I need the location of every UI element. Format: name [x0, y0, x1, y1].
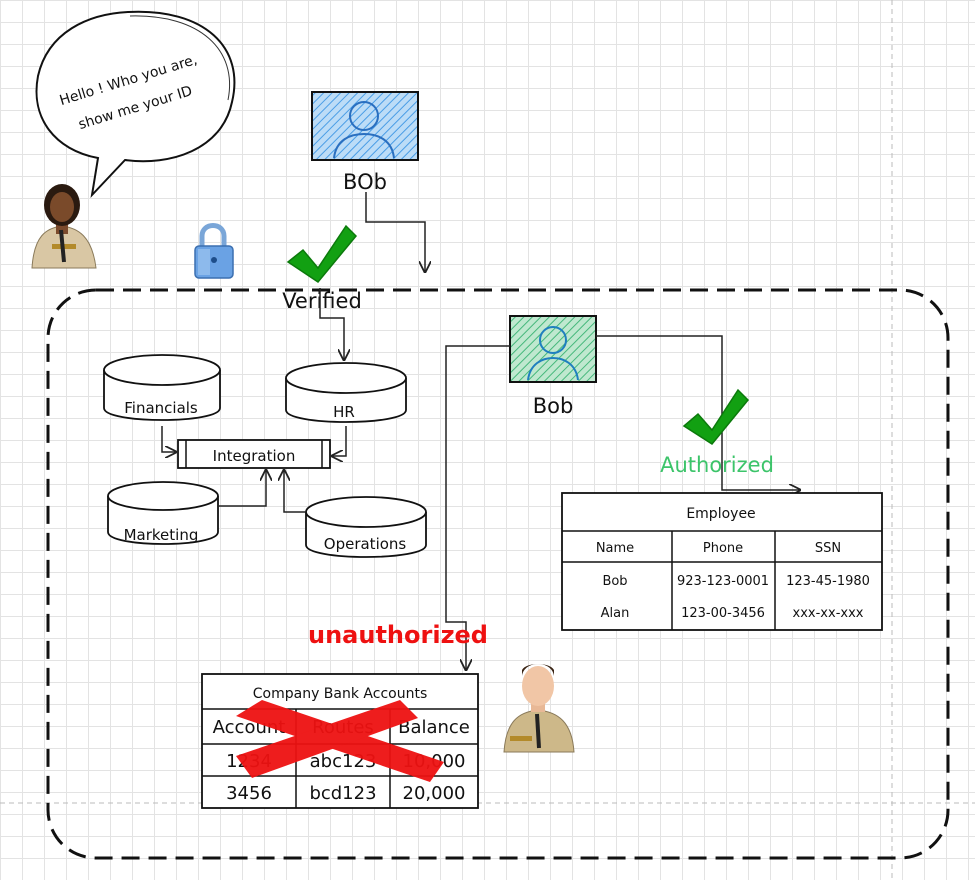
bank-table-title: Company Bank Accounts [253, 686, 428, 702]
guard-woman-icon [31, 184, 97, 269]
connector-marketing-integration [218, 470, 266, 507]
database-financials-label: Financials [124, 399, 198, 417]
verified-label: Verified [282, 289, 362, 313]
database-hr-label: HR [333, 403, 355, 421]
connector-hr-integration [332, 426, 347, 456]
employee-col-name: Name [596, 541, 634, 556]
database-financials: Financials [103, 354, 221, 421]
database-marketing: Marketing [107, 481, 219, 545]
connector-bob-to-boundary [365, 192, 425, 272]
employee-col-phone: Phone [703, 541, 743, 556]
connector-bob-to-bank [445, 345, 510, 670]
connector-financials-integration [161, 426, 176, 452]
employee-table-title: Employee [686, 506, 755, 522]
bank-col-balance: Balance [398, 717, 470, 738]
database-hr: HR [285, 362, 407, 423]
employee-col-ssn: SSN [815, 541, 841, 556]
bank-table: Company Bank Accounts Account Routes Bal… [201, 673, 479, 809]
authorized-label: Authorized [660, 453, 774, 477]
database-marketing-label: Marketing [124, 526, 199, 544]
connector-verified-to-hr [319, 288, 344, 360]
bank-cell: bcd123 [309, 783, 376, 804]
bank-cell: 3456 [226, 783, 272, 804]
employee-table: Employee Name Phone SSN Bob 923-123-0001… [561, 492, 883, 631]
employee-cell: Bob [602, 574, 627, 589]
user-avatar-icon-top [311, 91, 419, 161]
secure-boundary [46, 288, 950, 860]
employee-cell: xxx-xx-xxx [793, 606, 864, 621]
database-operations: Operations [305, 496, 427, 558]
employee-cell: 923-123-0001 [677, 574, 769, 589]
guard-man-icon [503, 664, 575, 753]
integration-box: Integration [177, 439, 331, 469]
checkmark-icon-verified [286, 224, 358, 283]
bank-cell: 20,000 [403, 783, 466, 804]
bob-top-name: BOb [343, 170, 387, 194]
connector-bob-to-employee [596, 335, 800, 490]
employee-cell: Alan [601, 606, 630, 621]
padlock-icon [194, 223, 234, 279]
connector-operations-integration [284, 470, 306, 513]
unauthorized-label: unauthorized [308, 621, 488, 649]
employee-cell: 123-00-3456 [681, 606, 765, 621]
cross-icon [236, 700, 444, 782]
database-operations-label: Operations [324, 535, 407, 553]
integration-label: Integration [213, 447, 296, 465]
bob-inner-name: Bob [533, 394, 574, 418]
employee-cell: 123-45-1980 [786, 574, 870, 589]
speech-bubble: Hello ! Who you are, show me your ID [35, 10, 236, 199]
user-avatar-icon-inner [509, 315, 597, 383]
checkmark-icon-authorized [682, 388, 750, 445]
